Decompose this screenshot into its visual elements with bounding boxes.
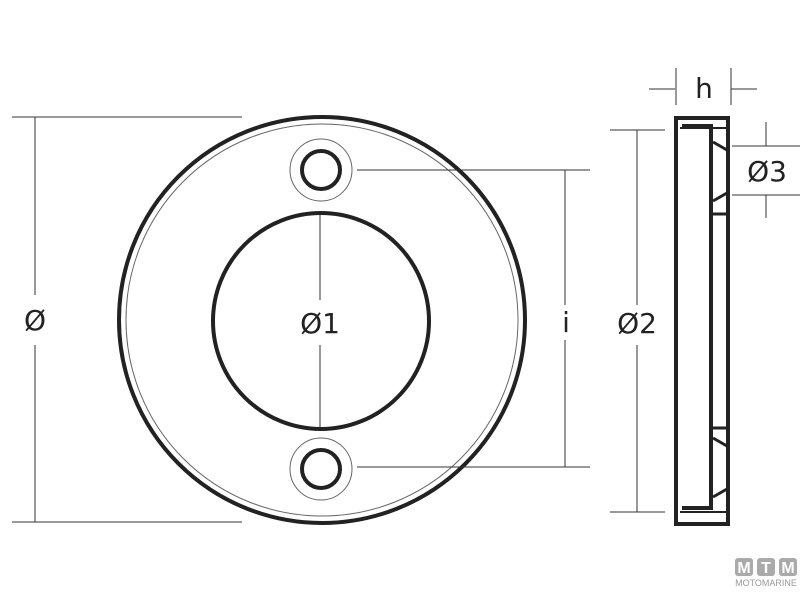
hole-diameter-label: Ø3: [747, 155, 787, 188]
motomarine-logo: M T M MOTOMARINE: [735, 558, 797, 588]
bore-diameter-label: Ø1: [300, 307, 340, 340]
height-label: h: [695, 72, 713, 105]
svg-text:MOTOMARINE: MOTOMARINE: [735, 578, 797, 588]
bottom-hole-chamfer: [289, 437, 353, 501]
side-diameter-label: Ø2: [617, 307, 657, 340]
front-view: [117, 115, 527, 525]
outer-edge: [117, 115, 527, 525]
top-hole-chamfer: [289, 138, 353, 202]
dimension-lines: [12, 68, 800, 523]
outer-chamfer: [125, 123, 519, 517]
svg-text:M: M: [781, 560, 794, 577]
svg-text:M: M: [737, 560, 750, 577]
side-view: [674, 116, 730, 526]
center-bore: [211, 211, 431, 431]
outer-diameter-label: Ø: [24, 304, 46, 337]
hole-spacing-label: i: [562, 306, 570, 339]
svg-text:T: T: [761, 560, 771, 577]
top-hole: [300, 149, 342, 191]
bottom-hole: [300, 448, 342, 490]
